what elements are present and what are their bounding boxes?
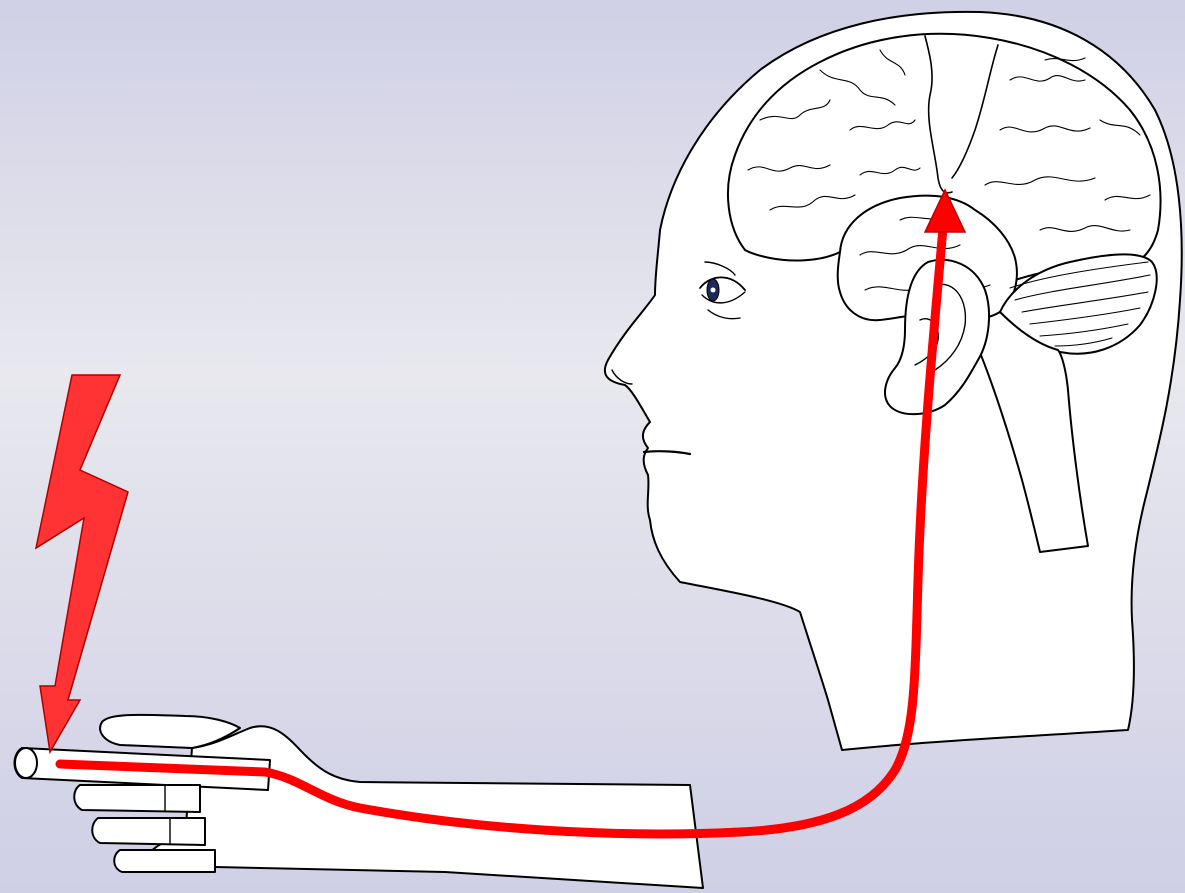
- fingertip: [15, 748, 37, 778]
- little-finger: [114, 850, 215, 872]
- middle-finger: [74, 785, 200, 812]
- eye-highlight: [711, 288, 716, 293]
- ring-finger: [92, 818, 205, 845]
